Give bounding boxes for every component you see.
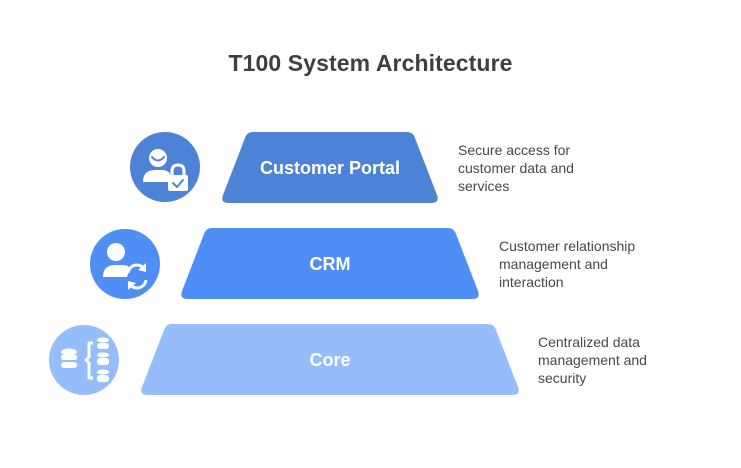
layer-crm: CRM (90, 228, 479, 299)
description-line: management and (499, 256, 608, 272)
layer-label-crm: CRM (310, 254, 351, 274)
description-line: Centralized data (538, 334, 640, 350)
layer-label-core: Core (309, 350, 350, 370)
description-line: Customer relationship (499, 238, 636, 254)
description-line: services (458, 178, 510, 194)
user-lock-icon (130, 132, 200, 202)
layer-description-core: Centralized data management and security (538, 333, 647, 387)
description-line: management and (538, 352, 647, 368)
layer-description-customer-portal: Secure access for customer data and serv… (458, 141, 574, 195)
layer-customer-portal: Customer Portal (130, 132, 438, 203)
description-line: customer data and (458, 160, 574, 176)
user-sync-icon (90, 229, 160, 299)
layer-description-crm: Customer relationship management and int… (499, 237, 635, 291)
description-line: interaction (499, 274, 564, 290)
layer-shape-customer-portal (222, 132, 438, 203)
layer-label-customer-portal: Customer Portal (260, 158, 400, 178)
diagram-title: T100 System Architecture (228, 50, 513, 76)
layer-shape-core (141, 324, 519, 395)
layer-shape-crm (181, 228, 479, 299)
layer-core: Core (49, 324, 519, 395)
description-line: security (538, 370, 587, 386)
description-line: Secure access for (458, 142, 571, 158)
database-hierarchy-icon (49, 325, 119, 395)
